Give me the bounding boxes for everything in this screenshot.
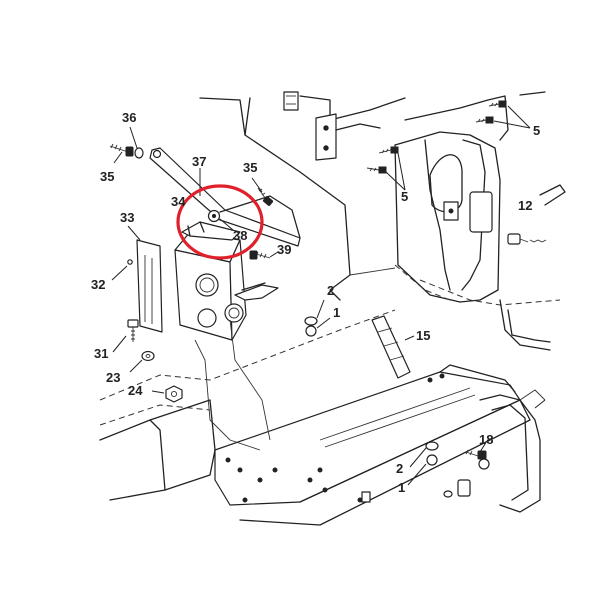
- item-1-2-fasteners-lower: [407, 441, 471, 498]
- callout-23: 23: [106, 370, 120, 385]
- callout-2: 2: [396, 461, 403, 476]
- item-12-nut: [507, 233, 547, 245]
- mounting-strip: [315, 113, 381, 161]
- callout-24: 24: [128, 383, 143, 398]
- cab-structure: [394, 91, 566, 351]
- callout-1: 1: [398, 480, 405, 495]
- callout-5: 5: [533, 123, 540, 138]
- item-24-nut: [151, 385, 183, 403]
- item-31-bolt: [112, 319, 139, 353]
- phantom-outline: [99, 309, 396, 501]
- callout-31: 31: [94, 346, 108, 361]
- item-37-support-strap: [149, 147, 301, 247]
- callout-35: 35: [100, 169, 114, 184]
- highlight-circle: [176, 184, 264, 260]
- callout-33: 33: [120, 210, 134, 225]
- item-39-screw: [249, 250, 279, 260]
- callout-38: 38: [233, 228, 247, 243]
- item-32-screw: [111, 259, 133, 281]
- item-33-plate: [127, 225, 163, 333]
- callout-36: 36: [122, 110, 136, 125]
- item-35-screw-upper: [251, 177, 274, 206]
- callout-39: 39: [277, 242, 291, 257]
- item-23-washer: [129, 350, 155, 373]
- callout-5: 5: [401, 189, 408, 204]
- callout-15: 15: [416, 328, 430, 343]
- callout-34: 34: [171, 194, 186, 209]
- item-15-wedge: [371, 315, 415, 379]
- callout-2: 2: [327, 283, 334, 298]
- base-frame: [214, 364, 546, 526]
- switch-housing: [174, 221, 279, 341]
- callout-1: 1: [333, 305, 340, 320]
- item-18-bolt: [465, 443, 490, 470]
- callout-18: 18: [479, 432, 493, 447]
- item-5-screws: [366, 100, 531, 191]
- callout-32: 32: [91, 277, 105, 292]
- item-35-36-bolt: [109, 126, 144, 164]
- upper-bracket: [283, 91, 299, 111]
- callout-12: 12: [518, 198, 532, 213]
- callout-35: 35: [243, 160, 257, 175]
- lower-fitting: [361, 491, 371, 503]
- callout-37: 37: [192, 154, 206, 169]
- item-38-knob: [207, 209, 234, 231]
- item-1-2-fasteners-mid: [304, 299, 331, 337]
- side-latch: [443, 201, 459, 221]
